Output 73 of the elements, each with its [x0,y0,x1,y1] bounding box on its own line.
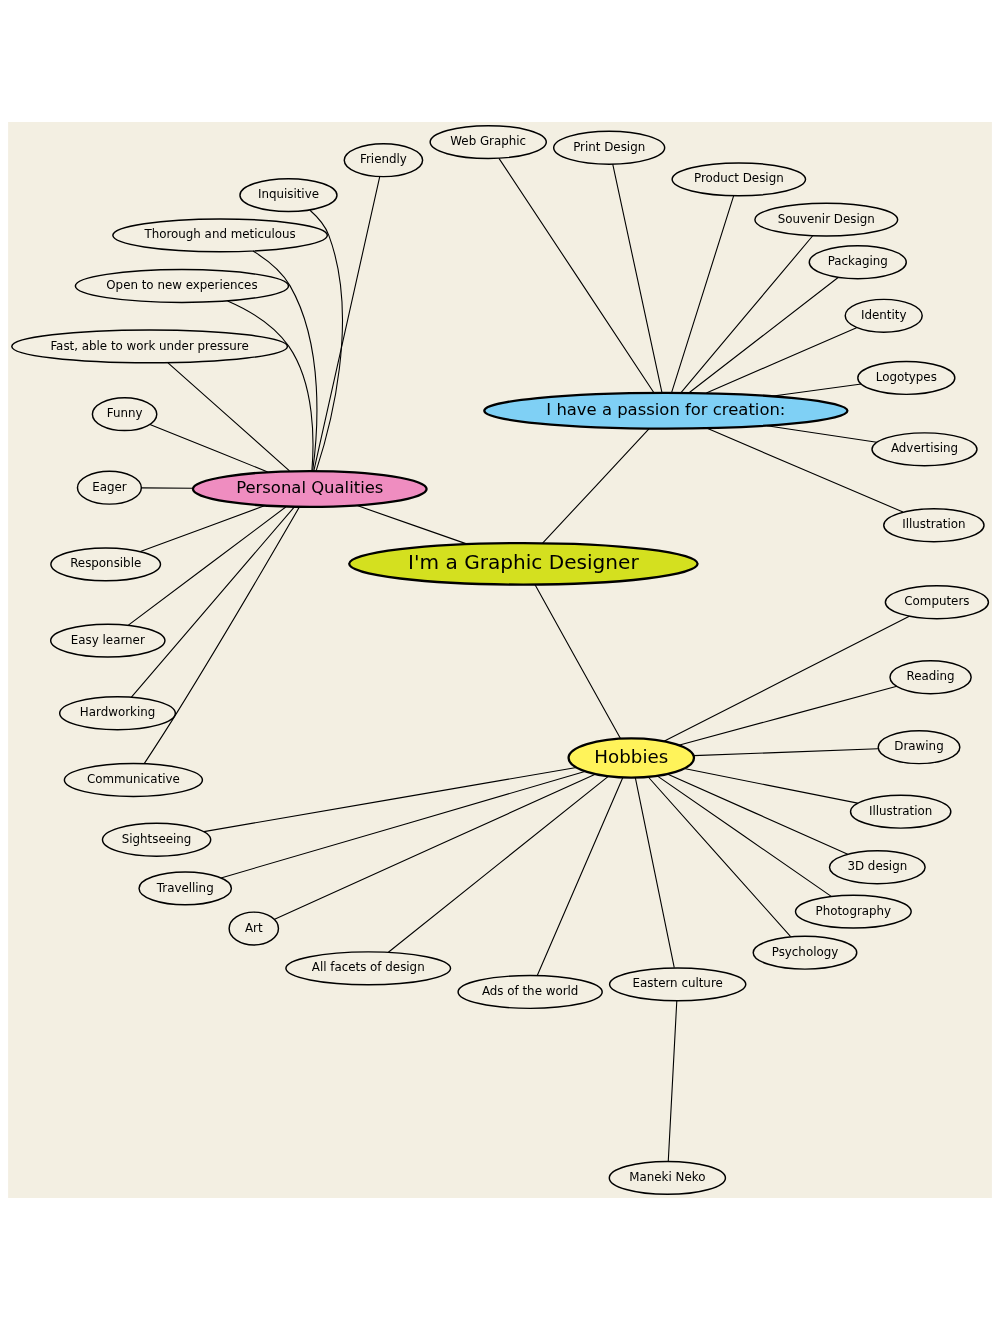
node-ellipse: Friendly [343,143,424,178]
connector [666,773,849,855]
connector [542,428,650,544]
connector [203,766,577,833]
connector [227,300,314,472]
connector [140,487,194,489]
connector [534,584,622,740]
node-ellipse: Photography [794,894,912,929]
node-ellipse: Illustration [883,508,985,543]
connector [356,505,468,545]
connector [139,505,266,553]
connector [167,362,291,472]
node-ellipse: Sightseeing [101,822,212,857]
node-ellipse: Identity [844,298,923,333]
node-ellipse: Communicative [63,762,204,798]
connector [274,773,597,920]
node-ellipse: Hobbies [567,737,696,779]
node-ellipse: Inquisitive [239,178,338,213]
connector [498,157,655,394]
connector [634,777,675,969]
node-ellipse: Web Graphic [429,124,547,160]
connector [772,383,862,397]
connector [705,327,858,394]
node-ellipse: I have a passion for creation: [483,391,849,430]
node-ellipse: Drawing [877,730,961,765]
node-ellipse: Easy learner [49,623,166,658]
node-ellipse: Fast, able to work under pressure [11,329,289,364]
connector [667,1000,678,1162]
node-ellipse: Open to new experiences [74,268,290,304]
connector [688,276,839,394]
connector [612,163,663,394]
node-ellipse: Ads of the world [457,974,603,1010]
node-ellipse: Art [228,911,280,946]
node-ellipse: Advertising [871,432,978,467]
node-ellipse: Product Design [671,162,807,197]
connector [678,685,898,746]
connector [130,506,295,698]
connector [149,423,269,473]
node-ellipse: Illustration [849,794,952,829]
node-ellipse: Eastern culture [608,967,747,1002]
node-ellipse: Souvenir Design [754,202,899,237]
connector [143,506,300,765]
node-ellipse: Psychology [752,935,858,970]
node-ellipse: Responsible [50,547,162,582]
node-ellipse: Hardworking [58,696,177,731]
connector [387,775,610,953]
connector [220,770,587,879]
connector [252,250,318,472]
node-ellipse: Packaging [808,245,907,280]
connector [663,615,910,742]
connector [656,775,832,897]
node-ellipse: Print Design [552,130,666,165]
node-ellipse: Reading [889,660,972,695]
connector [706,427,904,513]
node-ellipse: Computers [884,585,990,620]
connector [693,748,879,757]
node-ellipse: 3D design [828,850,926,885]
node-ellipse: Travelling [138,871,233,906]
connector [127,506,287,626]
node-ellipse: I'm a Graphic Designer [348,541,699,586]
node-ellipse: Funny [91,397,158,432]
node-ellipse: Logotypes [857,360,956,396]
node-ellipse: Maneki Neko [608,1160,727,1196]
connector [671,195,735,394]
connector [683,768,859,804]
connector [766,425,878,443]
node-ellipse: All facets of design [285,951,452,986]
node-ellipse: Personal Qualities [191,469,428,508]
node-ellipse: Eager [76,470,143,505]
connector [536,777,624,976]
node-ellipse: Thorough and meticulous [112,218,329,253]
connector [647,776,792,938]
connector [313,176,381,472]
